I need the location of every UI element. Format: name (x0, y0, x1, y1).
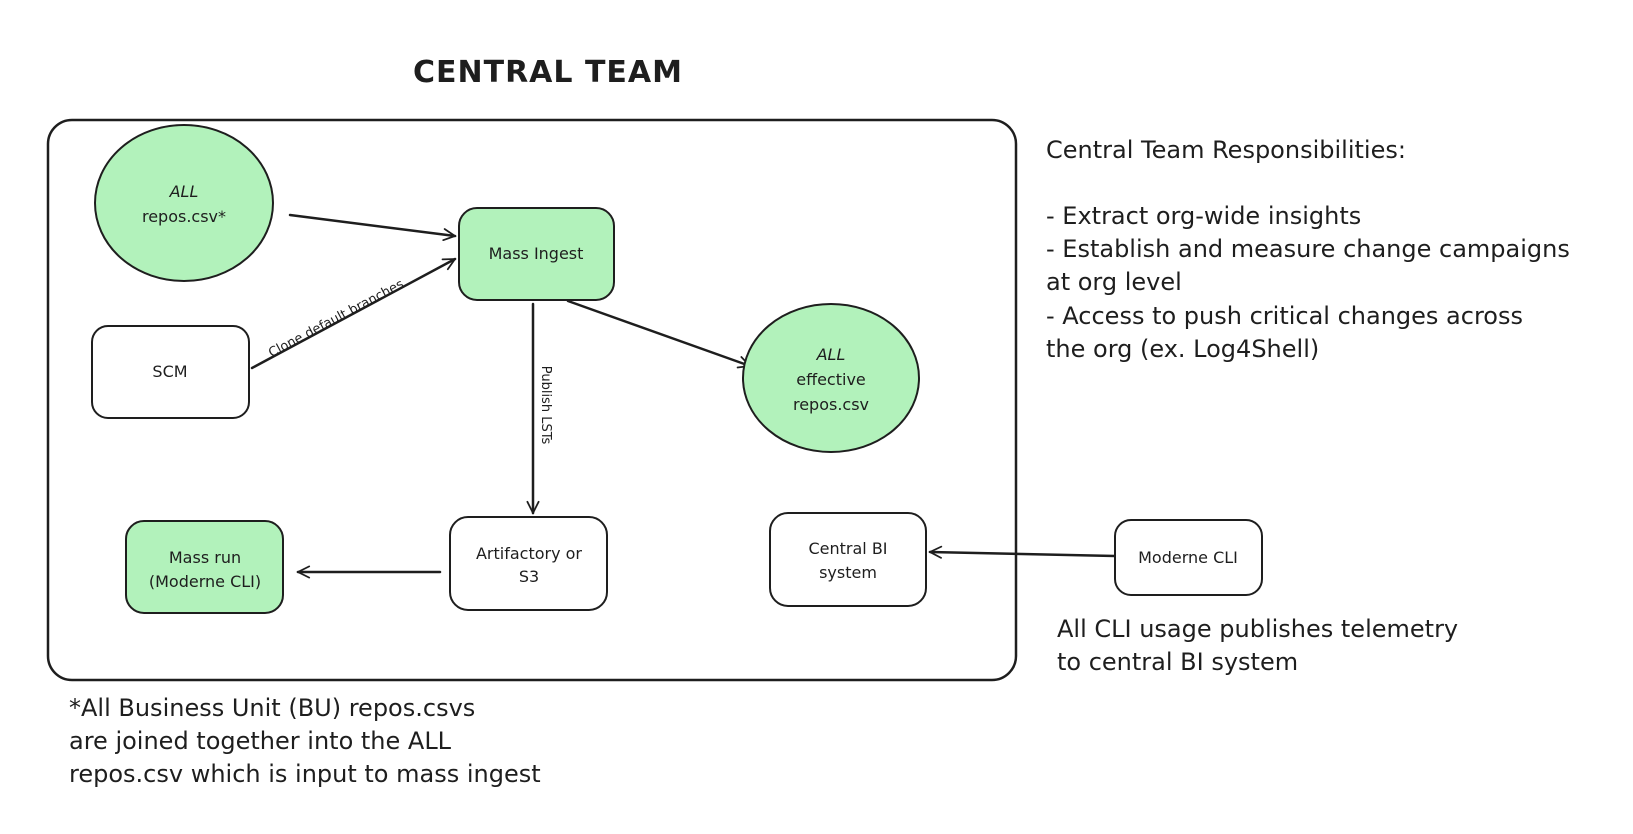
edge-label-clone-default-branches: Clone default branches (266, 277, 406, 361)
mass-ingest-box (458, 207, 615, 301)
artifactory-label-line1: Artifactory or (476, 544, 582, 563)
all-repos-ellipse (94, 124, 274, 282)
artifactory-box (449, 516, 608, 611)
footnote-line: *All Business Unit (BU) repos.csvs (69, 694, 475, 722)
central-bi-box (769, 512, 927, 607)
scm-label: SCM (152, 362, 187, 381)
responsibilities-heading: Central Team Responsibilities: (1046, 136, 1406, 164)
node-scm[interactable]: SCM (91, 325, 250, 419)
edges (250, 213, 1117, 572)
mass-run-box (125, 520, 284, 614)
telemetry-note-line: All CLI usage publishes telemetry (1057, 615, 1458, 643)
responsibility-line: the org (ex. Log4Shell) (1046, 335, 1319, 363)
scm-box (91, 325, 250, 419)
responsibility-line: at org level (1046, 268, 1182, 296)
responsibility-line: - Establish and measure change campaigns (1046, 235, 1570, 263)
mass-run-label-line2: (Moderne CLI) (149, 572, 261, 591)
footnote-line: are joined together into the ALL (69, 727, 452, 755)
moderne-cli-box (1114, 519, 1263, 596)
central-team-frame (46, 118, 1018, 682)
responsibilities-note: Central Team Responsibilities: - Extract… (1046, 136, 1570, 363)
all-repos-label-line2: repos.csv* (142, 207, 226, 226)
edge-mass-ingest-to-effective (566, 299, 750, 366)
diagram-title: CENTRAL TEAM (413, 55, 683, 90)
edge-moderne-cli-to-central-bi (930, 552, 1117, 556)
node-artifactory[interactable]: Artifactory or S3 (449, 516, 608, 611)
edge-scm-to-mass-ingest (250, 257, 455, 370)
all-effective-label-line1: ALL (816, 345, 846, 364)
mass-run-label-line1: Mass run (169, 548, 241, 567)
all-effective-ellipse (742, 303, 920, 453)
responsibility-line: - Access to push critical changes across (1046, 302, 1523, 330)
node-central-bi[interactable]: Central BI system (769, 512, 927, 607)
artifactory-label-line2: S3 (519, 567, 539, 586)
footnote-line: repos.csv which is input to mass ingest (69, 760, 541, 788)
all-repos-label-line1: ALL (169, 182, 199, 201)
mass-ingest-label: Mass Ingest (489, 244, 584, 263)
moderne-cli-label: Moderne CLI (1138, 548, 1238, 567)
telemetry-note-line: to central BI system (1057, 648, 1298, 676)
edge-label-publish-lsts: Publish LSTs (538, 366, 553, 445)
node-mass-run[interactable]: Mass run (Moderne CLI) (125, 520, 284, 614)
central-bi-label-line1: Central BI (808, 539, 887, 558)
central-bi-label-line2: system (819, 563, 877, 582)
edge-all-repos-to-mass-ingest (288, 213, 455, 236)
telemetry-note: All CLI usage publishes telemetry to cen… (1057, 615, 1458, 676)
responsibility-line: - Extract org-wide insights (1046, 202, 1361, 230)
node-moderne-cli[interactable]: Moderne CLI (1114, 519, 1263, 596)
footnote: *All Business Unit (BU) repos.csvs are j… (69, 694, 541, 788)
node-mass-ingest[interactable]: Mass Ingest (458, 207, 615, 301)
all-effective-label-line2: effective (796, 370, 866, 389)
node-all-repos[interactable]: ALL repos.csv* (94, 124, 274, 282)
all-effective-label-line3: repos.csv (793, 395, 869, 414)
node-all-effective-repos[interactable]: ALL effective repos.csv (742, 303, 920, 453)
